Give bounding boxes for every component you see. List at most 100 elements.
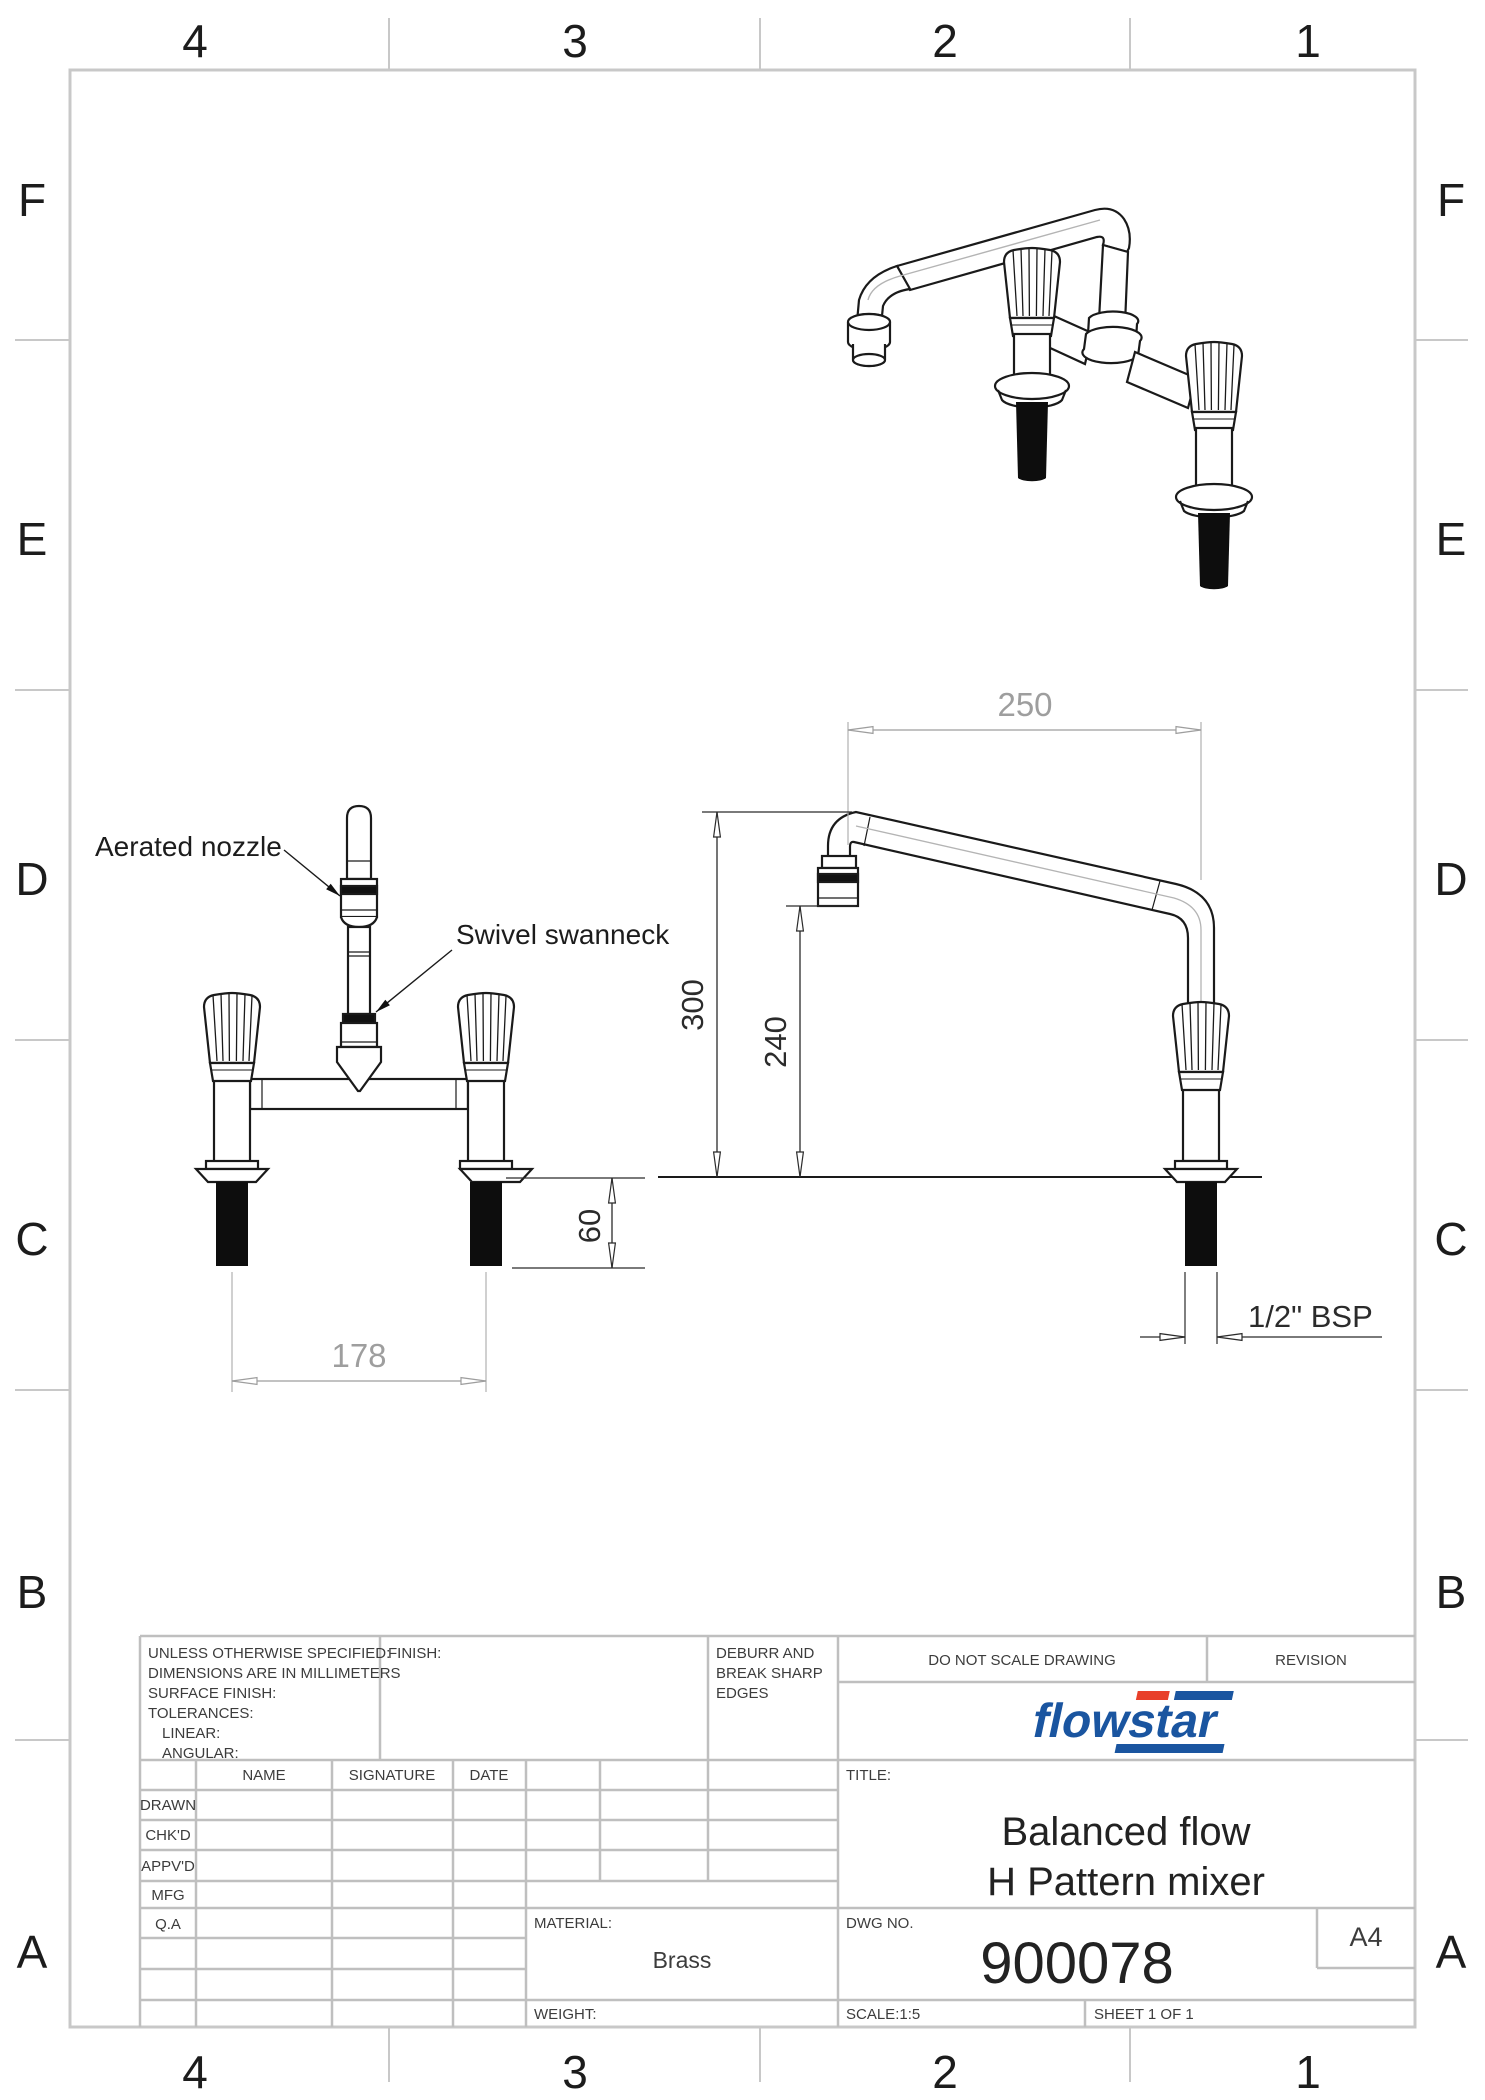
row-mfg: MFG [151,1887,184,1904]
front-bridge-joints [261,1079,457,1109]
front-left-flange-lip [204,1159,260,1171]
material-value: Brass [653,1947,712,1973]
front-left-flange [193,1167,271,1184]
side-flange-lip [1173,1159,1229,1171]
flowstar-logo-text: flowstar [1028,1694,1223,1747]
flowstar-logo-underline [1114,1744,1225,1753]
front-nozzle-tube [345,804,373,881]
swivel-swanneck-label: Swivel swanneck [456,919,670,950]
front-dim-60: 60 [506,1177,645,1269]
dim-240-text: 240 [758,1016,793,1068]
deburr-line-3: EDGES [716,1685,769,1702]
zone-row-right-c: C [1434,1213,1467,1265]
tolerance-notes: UNLESS OTHERWISE SPECIFIED: DIMENSIONS A… [148,1645,401,1762]
dim-178-text: 178 [331,1337,386,1374]
zone-col-bottom-3: 3 [562,2046,588,2098]
do-not-scale-label: DO NOT SCALE DRAWING [928,1652,1116,1669]
dim-300-text: 300 [675,979,710,1031]
side-dim-300: 300 [675,811,852,1178]
drawing-title-line-2: H Pattern mixer [987,1860,1265,1904]
zone-ticks-vertical [388,18,1131,2082]
drawing-title-line-1: Balanced flow [1001,1810,1250,1854]
side-nozzle-nut [820,854,858,870]
tolerance-line-3: SURFACE FINISH: [148,1685,276,1702]
dim-60-text: 60 [572,1209,607,1243]
dim-bsp-text: 1/2" BSP [1248,1299,1373,1334]
iso-nozzle-collar-top [846,312,892,332]
material-label: MATERIAL: [534,1915,612,1932]
zone-row-right-a: A [1436,1926,1467,1978]
iso-right-pillar [1194,426,1234,492]
side-tail [1185,1182,1217,1266]
zone-row-right-e: E [1436,513,1467,565]
deburr-note: DEBURR AND BREAK SHARP EDGES [716,1645,823,1702]
side-flange [1162,1167,1240,1184]
sheet-frame [15,18,1468,2082]
row-chkd: CHK'D [145,1827,191,1844]
sheet-label: SHEET 1 OF 1 [1094,2006,1194,2023]
tolerance-line-6: ANGULAR: [162,1745,239,1762]
dwg-no-value: 900078 [980,1931,1174,1996]
row-qa: Q.A [155,1916,181,1933]
iso-center-pillar [1012,332,1052,380]
front-aerator-band [339,884,379,896]
iso-right-flange [1174,482,1254,512]
header-date: DATE [470,1767,509,1784]
deburr-line-1: DEBURR AND [716,1645,815,1662]
zone-col-bottom-4: 4 [182,2046,208,2098]
zone-row-left-f: F [18,174,46,226]
iso-right-tail [1198,513,1230,590]
zone-row-left-b: B [17,1566,48,1618]
revision-label: REVISION [1275,1652,1347,1669]
front-view: Aerated nozzle Swivel swanneck 178 60 [95,804,670,1392]
tolerance-line-1: UNLESS OTHERWISE SPECIFIED: [148,1645,390,1662]
front-right-tail [470,1182,502,1266]
side-view: 250 300 240 1/2" BSP [658,686,1382,1344]
front-dim-178: 178 [231,1272,487,1392]
front-swivel-nut [341,1012,377,1025]
iso-center-handle [1002,246,1062,338]
zone-row-left-c: C [15,1213,48,1265]
zone-labels: 4 3 2 1 4 3 2 1 F E D C B A F E D C B A [15,15,1467,2098]
iso-nozzle-tip-bottom [851,352,887,368]
zone-row-left-e: E [17,513,48,565]
paper-size: A4 [1349,1922,1382,1952]
iso-center-tail [1016,402,1048,482]
dwg-no-label: DWG NO. [846,1915,914,1932]
aerated-nozzle-leader [283,849,341,897]
zone-col-top-1: 1 [1295,15,1321,67]
finish-label: FINISH: [388,1645,441,1662]
front-right-pillar [466,1077,506,1164]
zone-col-top-3: 3 [562,15,588,67]
side-handle [1171,1000,1231,1092]
zone-row-left-a: A [17,1926,48,1978]
swivel-swanneck-leader [375,949,453,1013]
front-left-handle [202,991,262,1083]
scale-label: SCALE:1:5 [846,2006,920,2023]
front-right-flange [457,1167,535,1184]
dim-250-text: 250 [997,686,1052,723]
front-left-pillar [212,1077,252,1164]
signature-table: NAME SIGNATURE DATE DRAWN CHK'D APPV'D M… [140,1767,509,1933]
side-spout-highlight [855,825,1202,1004]
front-aerator-collar [339,877,379,919]
side-aerator-band [816,872,860,884]
side-dim-240: 240 [758,905,856,1178]
header-name: NAME [242,1767,285,1784]
flowstar-logo: flowstar [1028,1691,1234,1753]
header-signature: SIGNATURE [349,1767,435,1784]
front-pipe-joints [348,951,370,957]
front-right-flange-lip [458,1159,514,1171]
tolerance-line-4: TOLERANCES: [148,1705,254,1722]
zone-ticks-horizontal [15,339,1468,1741]
isometric-view [846,207,1254,590]
flowstar-logo-blue-bar [1173,1691,1234,1700]
row-appvd: APPV'D [141,1858,195,1875]
zone-col-top-4: 4 [182,15,208,67]
aerated-nozzle-label: Aerated nozzle [95,831,282,862]
title-block-lines [138,1634,1415,2027]
iso-bridge-right [1125,350,1198,410]
front-left-tail [216,1182,248,1266]
side-dim-250: 250 [847,686,1202,880]
